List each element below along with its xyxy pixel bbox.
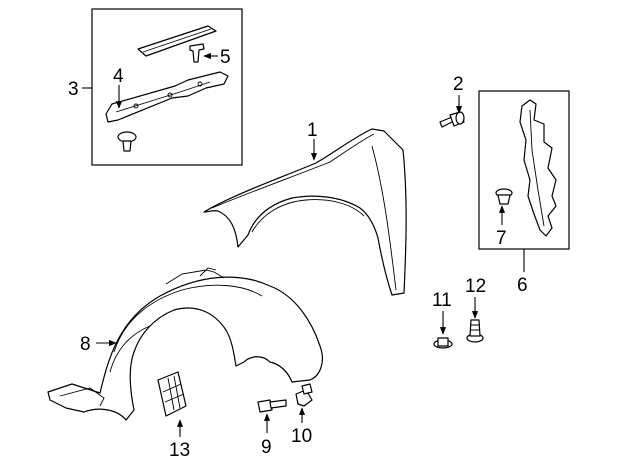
kit-group-box [91, 8, 243, 166]
callout-9: 9 [261, 437, 272, 458]
part-4-bracket [105, 71, 229, 123]
part-5-clip [189, 43, 205, 63]
part-2-bolt [439, 111, 465, 128]
callout-8: 8 [80, 334, 91, 355]
part-4-clip [117, 131, 137, 152]
callout-11: 11 [432, 290, 452, 311]
callout-2: 2 [453, 74, 464, 95]
part-6-seal [519, 99, 557, 237]
part-8-fender-liner [47, 267, 323, 421]
part-10-clip [295, 383, 313, 407]
callout-10: 10 [291, 426, 312, 447]
part-11-nut [433, 337, 453, 349]
part-9-bolt [257, 399, 287, 413]
callout-7: 7 [496, 228, 507, 249]
callout-3: 3 [68, 79, 79, 100]
callout-6: 6 [517, 275, 528, 296]
part-12-clip [466, 319, 484, 343]
part-1-fender [203, 128, 407, 296]
part-7-clip [495, 188, 513, 205]
part-5-seal-strip [137, 25, 217, 57]
callout-1: 1 [307, 120, 318, 141]
part-13-shield [157, 371, 187, 417]
callout-4: 4 [113, 66, 124, 87]
callout-5: 5 [220, 47, 231, 68]
callout-12: 12 [465, 276, 486, 297]
callout-13: 13 [169, 440, 190, 461]
